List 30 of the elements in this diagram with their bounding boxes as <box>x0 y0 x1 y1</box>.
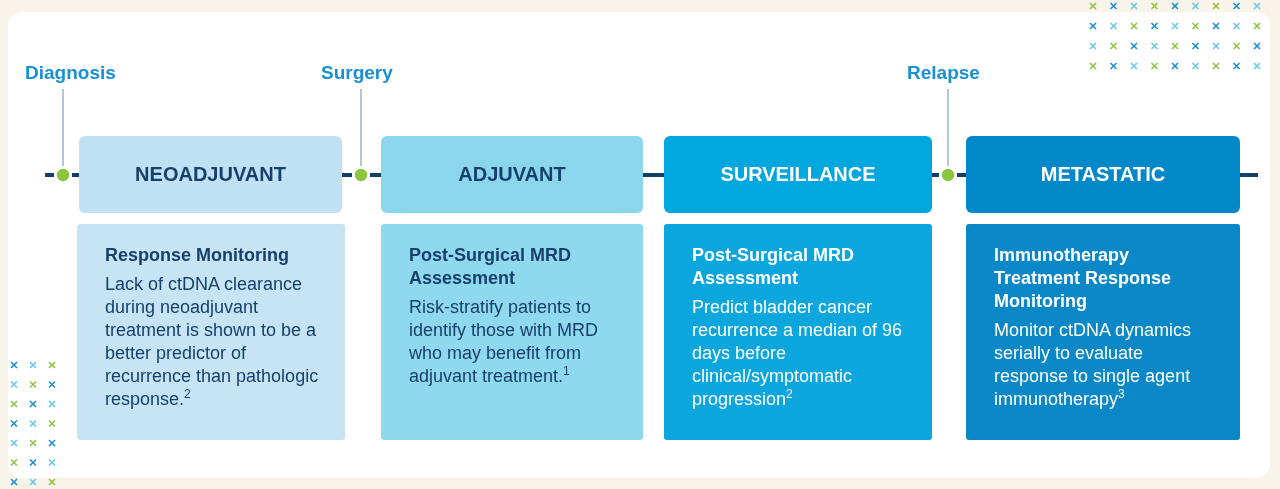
timeline-line <box>370 173 381 177</box>
card-heading: Post-Surgical MRD Assessment <box>409 244 573 290</box>
timeline-line <box>72 173 79 177</box>
leader-line <box>360 88 362 167</box>
description-card <box>664 224 932 440</box>
card-heading: Post-Surgical MRD Assessment <box>692 244 856 290</box>
phase-box: SURVEILLANCE <box>664 136 932 213</box>
timeline-line <box>932 173 939 177</box>
phase-box: METASTATIC <box>966 136 1240 213</box>
timeline-line <box>957 173 966 177</box>
card-text: Lack of ctDNA clearance during neoadjuvant treatment is shown to be a better predictor of recurrence than pathologic response.$^{2}$ <box>105 273 319 411</box>
timeline-line <box>342 173 352 177</box>
card-heading: Immunotherapy Treatment Response Monitoring <box>994 244 1173 313</box>
leader-line <box>62 88 64 167</box>
card-text: Predict bladder cancer recurrence a median of 96 days before clinical/symptomatic progression$^{2}$ <box>692 296 904 411</box>
phase-box: ADJUVANT <box>381 136 643 213</box>
timeline-line <box>1240 173 1258 177</box>
card-heading: Response Monitoring <box>105 244 290 267</box>
phase-box: NEOADJUVANT <box>79 136 342 213</box>
description-card <box>966 224 1240 440</box>
milestone-label: Relapse <box>907 62 980 88</box>
timeline-line <box>45 173 54 177</box>
card-text: Risk-stratify patients to identify those with MRD who may benefit from adjuvant treatment.$^{1}$ <box>409 296 600 388</box>
leader-line <box>947 88 949 167</box>
description-card <box>77 224 345 440</box>
timeline-line <box>643 173 664 177</box>
card-text: Monitor ctDNA dynamics serially to evaluate response to single agent immunotherapy$^{3}$ <box>994 319 1193 411</box>
description-card <box>381 224 643 440</box>
milestone-label: Surgery <box>321 62 393 88</box>
milestone-label: Diagnosis <box>25 62 116 88</box>
